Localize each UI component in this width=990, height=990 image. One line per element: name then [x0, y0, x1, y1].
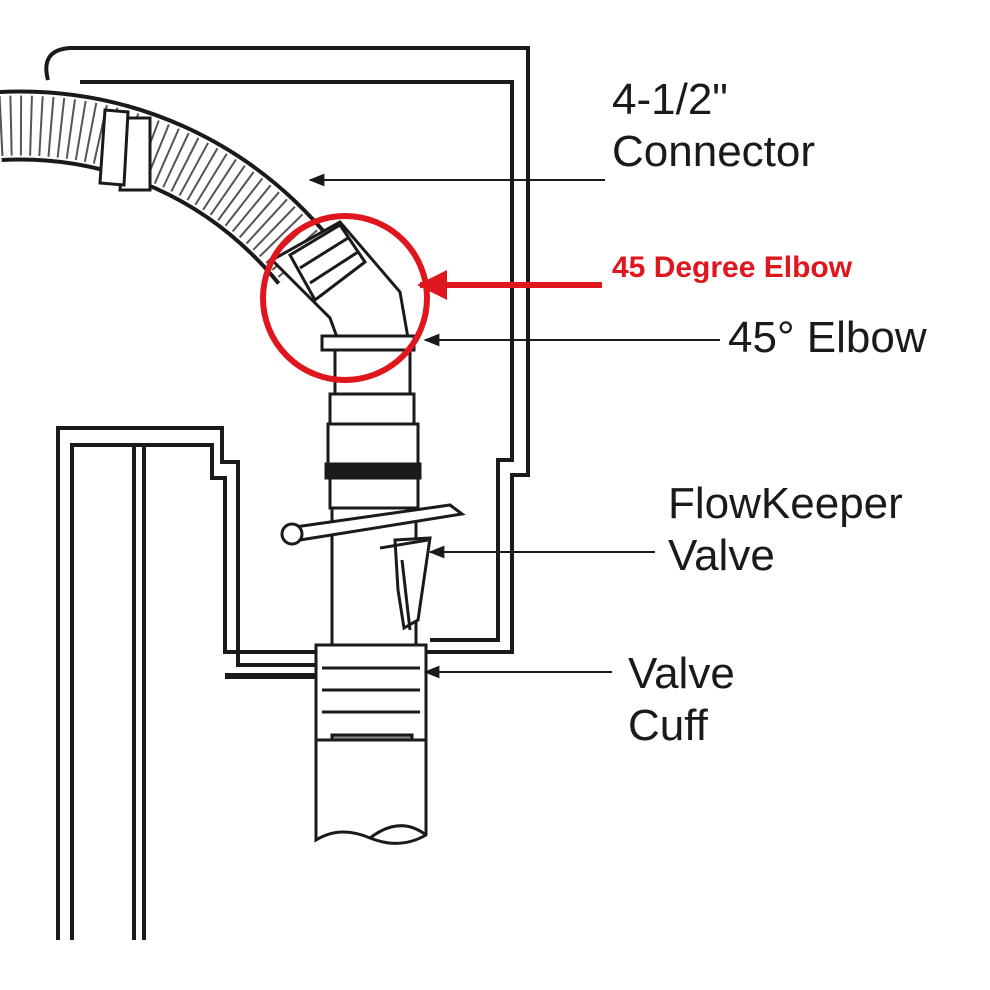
flowkeeper-label-line1: FlowKeeper — [668, 479, 903, 528]
flowkeeper-label-line2: Valve — [668, 531, 775, 580]
leader-lines — [308, 173, 720, 679]
flowkeeper-valve — [280, 503, 466, 631]
corrugated-hose — [0, 89, 333, 286]
elbow-label-line1: 45° Elbow — [728, 313, 927, 362]
elbow-label: 45° Elbow — [728, 312, 927, 364]
connector-label-line2: Connector — [612, 127, 816, 176]
elbow-fitting — [269, 220, 416, 352]
cuff-label-line2: Cuff — [628, 701, 708, 750]
red-highlight — [260, 213, 602, 383]
connector-label-line1: 4-1/2" — [612, 75, 728, 124]
highlight-label: 45 Degree Elbow — [612, 251, 853, 284]
cuff-label-line1: Valve — [628, 649, 735, 698]
connector-label: 4-1/2" Connector — [612, 74, 815, 178]
cuff-label: Valve Cuff — [628, 648, 735, 752]
flowkeeper-label: FlowKeeper Valve — [668, 478, 903, 582]
wall-box-outline — [56, 426, 318, 940]
washer-cabinet-outline — [44, 46, 530, 654]
